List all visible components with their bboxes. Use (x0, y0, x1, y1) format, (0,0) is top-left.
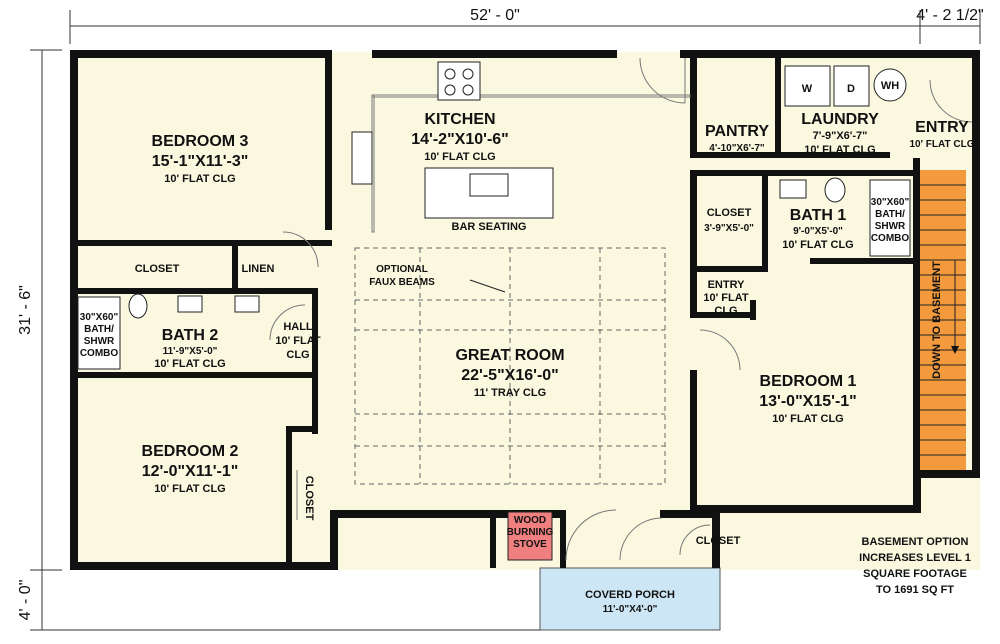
entry-top-ceiling: 10' FLAT CLG (910, 139, 975, 150)
closet-b2-name: CLOSET (303, 476, 315, 521)
dim-overall-depth: 31' - 6" (17, 285, 34, 335)
dryer-label: D (847, 83, 855, 95)
washer-label: W (802, 83, 813, 95)
bedroom2-ceiling: 10' FLAT CLG (154, 483, 225, 495)
dimension-lines (30, 10, 981, 631)
bath2-ceiling: 10' FLAT CLG (154, 358, 225, 370)
dim-entry-width: 4' - 2 1/2" (916, 7, 983, 24)
bedroom1-name: BEDROOM 1 (760, 373, 857, 390)
pantry-name: PANTRY (705, 123, 769, 140)
bath1-size: 9'-0"X5'-0" (793, 226, 843, 237)
kitchen-size: 14'-2"X10'-6" (411, 131, 509, 148)
stair-treads (920, 184, 966, 456)
tub-right-label-4: COMBO (871, 233, 910, 244)
stove-label-1: WOOD (514, 515, 546, 526)
tub-left-label-2: BATH/ (84, 324, 114, 335)
stairs (920, 170, 966, 475)
linen-name: LINEN (242, 263, 275, 275)
kitchen-name: KITCHEN (424, 111, 495, 128)
bedroom2-size: 12'-0"X11'-1" (142, 463, 239, 480)
hall-ceiling-2: CLG (286, 349, 309, 361)
door-swings (269, 57, 973, 561)
tub-left-label-3: SHWR (84, 336, 115, 347)
sink-bath1 (779, 179, 807, 199)
fridge (351, 131, 373, 185)
interior-walls (78, 58, 920, 568)
kitchen-sink (469, 173, 509, 197)
closet-bath1-name: CLOSET (707, 207, 752, 219)
tub-right-label-3: SHWR (875, 221, 906, 232)
great-room-ceiling: 11' TRAY CLG (474, 387, 546, 399)
bath1-name: BATH 1 (790, 207, 847, 224)
toilet-bath2 (128, 293, 148, 319)
entry-mid-ceiling-2: CLG (714, 305, 737, 317)
bar-seating-label: BAR SEATING (452, 221, 527, 233)
faux-beams-label-2: FAUX BEAMS (369, 277, 435, 288)
tub-right (869, 179, 911, 257)
bedroom2-name: BEDROOM 2 (142, 443, 239, 460)
tub-left-label-4: COMBO (80, 348, 119, 359)
washer (784, 65, 831, 107)
porch-area (539, 567, 721, 631)
beam-pointer (469, 279, 506, 293)
closet-bath1-size: 3'-9"X5'-0" (704, 223, 754, 234)
laundry-ceiling: 10' FLAT CLG (804, 144, 875, 156)
dim-overall-width: 52' - 0" (470, 7, 520, 24)
water-heater (873, 68, 907, 102)
dryer (833, 65, 870, 107)
note-line-3: SQUARE FOOTAGE (863, 568, 967, 580)
tub-right-label-2: BATH/ (875, 209, 905, 220)
sink-bath2-a (177, 295, 203, 313)
note-line-1: BASEMENT OPTION (862, 536, 969, 548)
tub-left-label-1: 30"X60" (80, 312, 119, 323)
exterior-walls (70, 50, 980, 570)
bedroom3-ceiling: 10' FLAT CLG (164, 173, 235, 185)
laundry-size: 7'-9"X6'-7" (813, 130, 868, 142)
bath1-ceiling: 10' FLAT CLG (782, 239, 853, 251)
pantry-size: 4'-10"X6'-7" (709, 143, 765, 154)
note-line-2: INCREASES LEVEL 1 (859, 552, 971, 564)
hall-ceiling-1: 10' FLAT (275, 335, 320, 347)
cooktop (437, 61, 481, 101)
hall-name: HALL (283, 321, 313, 333)
faux-beams-label-1: OPTIONAL (376, 264, 428, 275)
porch-name: COVERD PORCH (585, 589, 675, 601)
stove-label-2: BURNING (507, 527, 554, 538)
water-heater-label: WH (881, 80, 899, 92)
tub-left (77, 296, 121, 370)
porch-size: 11'-0"X4'-0" (603, 604, 658, 615)
stove-label-3: STOVE (513, 539, 547, 550)
toilet-bath1 (824, 177, 846, 203)
stairs-label: DOWN TO BASEMENT (931, 261, 943, 379)
bedroom3-size: 15'-1"X11'-3" (152, 153, 249, 170)
bath2-name: BATH 2 (162, 327, 219, 344)
wood-stove-box (507, 511, 553, 561)
closet-b1-name: CLOSET (696, 535, 741, 547)
note-line-4: TO 1691 SQ FT (876, 584, 954, 596)
bedroom1-ceiling: 10' FLAT CLG (772, 413, 843, 425)
bath2-size: 11'-9"X5'-0" (163, 346, 218, 357)
faux-beams (354, 247, 666, 485)
entry-top-name: ENTRY (915, 119, 969, 136)
kitchen-ceiling: 10' FLAT CLG (424, 151, 495, 163)
laundry-name: LAUNDRY (801, 111, 879, 128)
dim-porch-depth: 4' - 0" (17, 580, 34, 621)
bedroom1-size: 13'-0"X15'-1" (759, 393, 857, 410)
closet-b3-name: CLOSET (135, 263, 180, 275)
sink-bath2-b (234, 295, 260, 313)
great-room-size: 22'-5"X16'-0" (461, 367, 559, 384)
entry-mid-name: ENTRY (708, 279, 746, 291)
entry-mid-ceiling-1: 10' FLAT (703, 292, 748, 304)
bedroom3-name: BEDROOM 3 (152, 133, 249, 150)
tub-right-label-1: 30"X60" (871, 197, 910, 208)
great-room-name: GREAT ROOM (455, 347, 564, 364)
stair-arrow-head (951, 346, 959, 354)
